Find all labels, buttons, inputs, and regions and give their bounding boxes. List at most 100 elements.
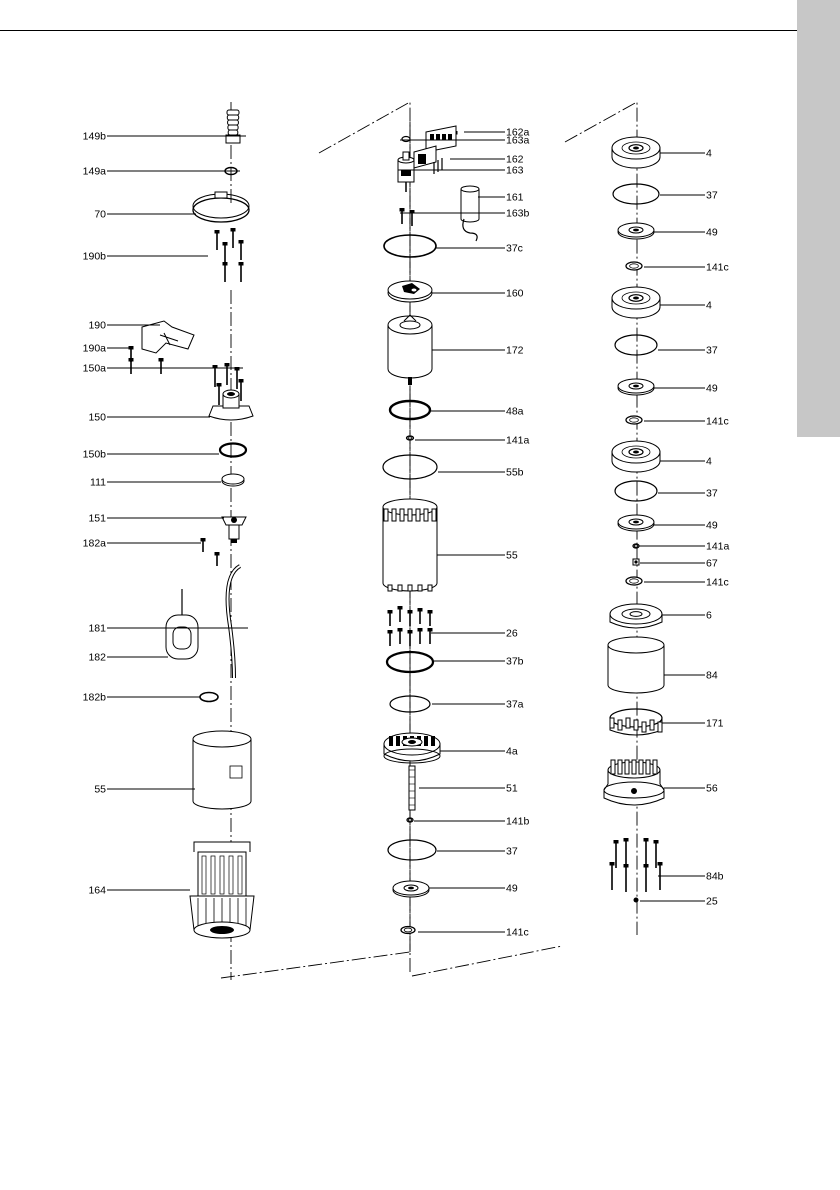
motor-icon: [388, 315, 432, 385]
bracket-icon: [142, 321, 194, 353]
part-label: 160: [506, 288, 524, 300]
part-label: 37c: [506, 243, 523, 255]
handle-ring-icon: [193, 192, 249, 222]
part-label: 141c: [706, 577, 729, 589]
part-label: 141c: [506, 927, 529, 939]
top-chamber-icon: [610, 604, 662, 628]
washer-icon: [626, 262, 642, 270]
capacitor-icon: [461, 186, 479, 241]
part-label: 37: [506, 846, 518, 858]
o-ring-icon: [220, 444, 246, 457]
chain-link-bottom-left: [221, 952, 410, 978]
part-label: 190b: [83, 251, 107, 263]
part-label: 150: [88, 412, 106, 424]
part-label: 37: [706, 488, 718, 500]
part-label: 111: [90, 477, 106, 489]
part-label: 51: [506, 783, 518, 795]
part-label: 151: [88, 513, 106, 525]
part-label: 84: [706, 670, 718, 682]
part-label: 55: [506, 550, 518, 562]
float-switch-icon: [166, 589, 198, 659]
valve-icon: [222, 517, 246, 543]
chamber-icon: [612, 287, 660, 318]
part-label: 4: [706, 456, 712, 468]
part-label: 37: [706, 190, 718, 202]
part-label: 149b: [83, 131, 107, 143]
washer-icon: [626, 577, 642, 585]
part-label: 37: [706, 345, 718, 357]
strainer-ring-icon: [610, 709, 662, 735]
pump-cover-icon: [209, 390, 253, 420]
part-label: 141a: [506, 435, 530, 447]
part-label: 6: [706, 610, 712, 622]
part-label: 181: [88, 623, 106, 635]
part-label: 56: [706, 783, 718, 795]
chamber-icon: [612, 441, 660, 472]
base-icon: [604, 760, 664, 805]
screw-icon: [215, 228, 244, 282]
washer-icon: [401, 927, 415, 934]
o-ring-icon: [615, 335, 657, 355]
part-label: 162a: [506, 127, 530, 139]
part-label: 190: [88, 320, 106, 332]
part-label: 150b: [83, 449, 107, 461]
washer-icon: [633, 544, 639, 548]
part-label: 161: [506, 192, 524, 204]
part-label: 25: [706, 896, 718, 908]
o-ring-icon: [388, 840, 436, 860]
part-label: 190a: [83, 343, 107, 355]
part-label: 48a: [506, 406, 524, 418]
hose-connector-icon: [226, 110, 240, 143]
impeller-icon: [618, 223, 654, 239]
impeller-icon: [618, 515, 654, 531]
part-label: 163: [506, 165, 524, 177]
part-label: 49: [706, 383, 718, 395]
screw-icon: [610, 838, 663, 892]
part-label: 67: [706, 558, 718, 570]
sleeve-icon: [193, 731, 251, 809]
part-label: 4a: [506, 746, 518, 758]
part-label: 149a: [83, 166, 107, 178]
plug-icon: [634, 898, 639, 903]
part-label: 141c: [706, 416, 729, 428]
part-label: 37a: [506, 699, 524, 711]
impeller-icon: [618, 379, 654, 395]
part-label: 4: [706, 148, 712, 160]
part-label: 49: [506, 883, 518, 895]
part-label: 182a: [83, 538, 107, 550]
part-label: 55b: [506, 467, 524, 479]
part-label: 164: [88, 885, 106, 897]
shaft-icon: [409, 766, 415, 810]
part-label: 141c: [706, 262, 729, 274]
seal-ring-icon: [222, 474, 244, 486]
o-ring-icon: [200, 693, 218, 702]
electronics-board-icon: [414, 126, 456, 174]
screw-icon: [388, 606, 433, 646]
part-label: 49: [706, 520, 718, 532]
chamber-icon: [384, 733, 440, 763]
screw-icon: [400, 208, 415, 226]
part-label: 84b: [706, 871, 724, 883]
sleeve-icon: [383, 499, 437, 591]
sleeve-icon: [608, 637, 664, 693]
nut-icon: [633, 559, 639, 565]
o-ring-icon: [615, 481, 657, 501]
part-label: 55: [94, 784, 106, 796]
part-label: 163b: [506, 208, 530, 220]
o-ring-icon: [402, 137, 410, 142]
switch-icon: [398, 152, 414, 192]
washer-icon: [407, 818, 413, 822]
part-label: 37b: [506, 656, 524, 668]
impeller-icon: [393, 881, 429, 897]
part-label: 182b: [83, 692, 107, 704]
parts-layer: [129, 110, 665, 938]
washer-icon: [626, 416, 642, 424]
chain-link-bottom-right: [412, 946, 562, 976]
cable-icon: [228, 566, 240, 678]
washer-icon: [407, 436, 414, 440]
part-label: 150a: [83, 363, 107, 375]
o-ring-icon: [613, 184, 659, 204]
part-label: 182: [88, 652, 106, 664]
